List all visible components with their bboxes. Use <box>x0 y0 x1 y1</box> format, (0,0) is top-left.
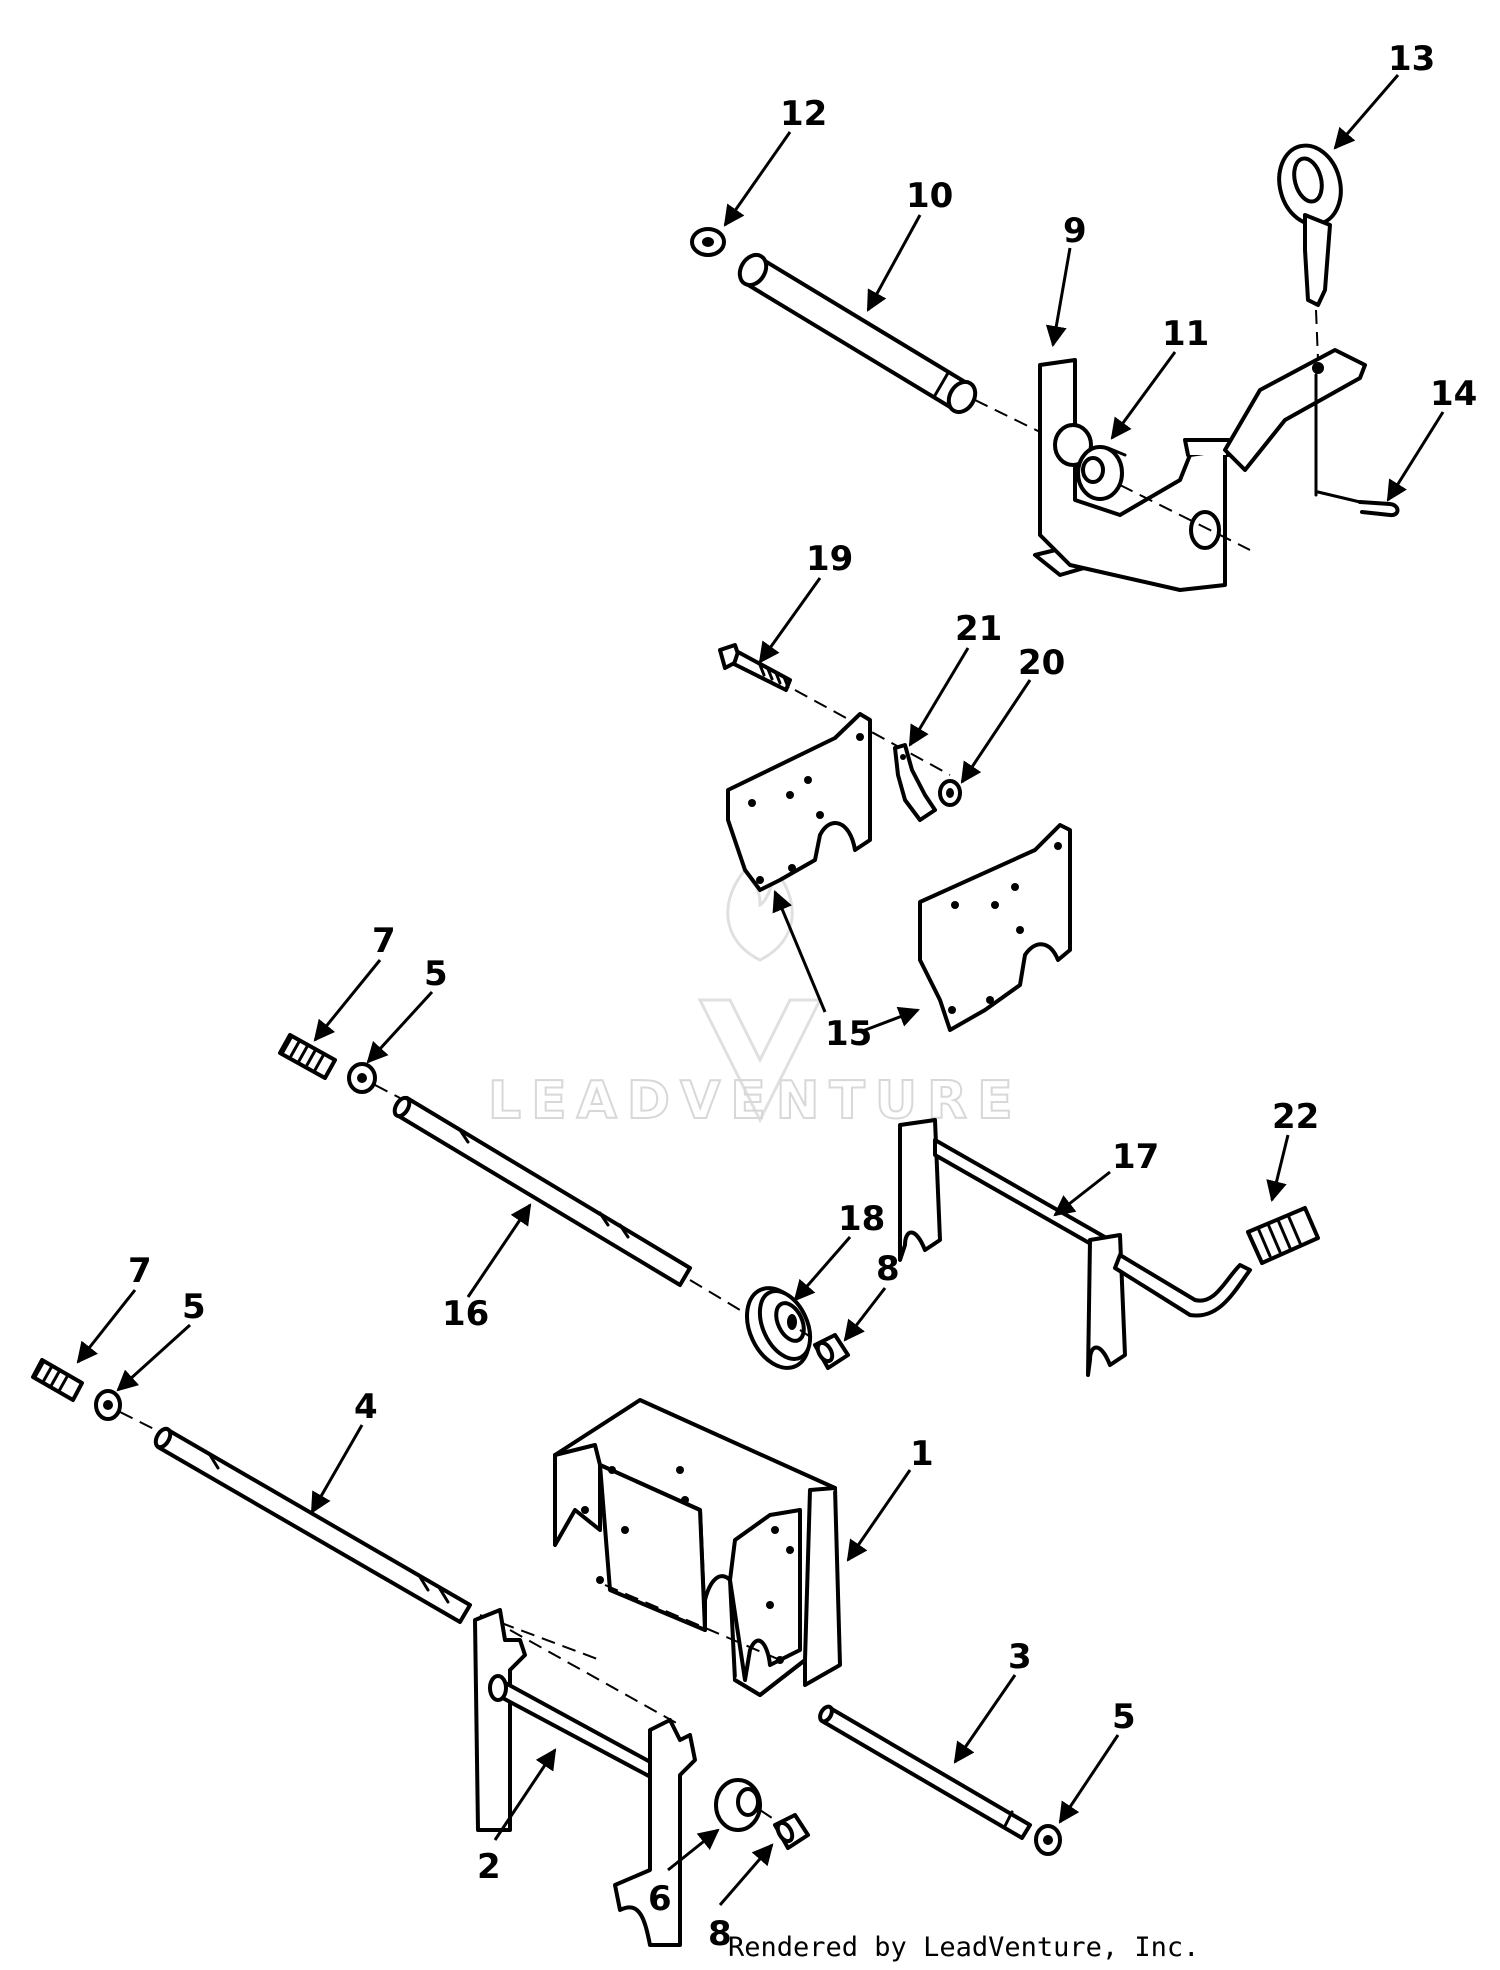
part-4-shaft <box>153 1426 472 1624</box>
axis-line-2 <box>509 1629 681 1726</box>
part-7-spring-lower <box>31 1358 84 1402</box>
callout-18: 18 <box>838 1199 885 1239</box>
callout-5-lower-right: 5 <box>1112 1697 1136 1737</box>
callout-17: 17 <box>1112 1137 1159 1177</box>
part-22-grip <box>1246 1206 1320 1265</box>
callout-9: 9 <box>1063 211 1087 251</box>
callout-16: 16 <box>442 1294 489 1334</box>
axis-line-10 <box>974 399 1041 433</box>
watermark-text: LEADVENTURE <box>488 1071 1023 1131</box>
part-2-lower-bracket <box>473 1608 697 1947</box>
callout-7-lower: 7 <box>128 1251 152 1291</box>
part-11-spacer <box>1076 445 1127 501</box>
part-15-plate-upper <box>726 712 872 892</box>
part-6-spacer <box>714 1778 762 1832</box>
callout-5-upper: 5 <box>424 954 448 994</box>
part-18-wheel <box>745 1286 813 1370</box>
part-5-washer-upper <box>347 1062 377 1094</box>
part-7-spring-upper <box>278 1033 337 1080</box>
callout-19: 19 <box>806 539 853 579</box>
axis-line-13 <box>1315 309 1319 361</box>
axis-line-6 <box>759 1809 776 1821</box>
part-14-hairpin <box>1316 490 1400 518</box>
axis-line-1 <box>604 1584 781 1661</box>
part-8-cap-upper <box>813 1333 850 1370</box>
part-10-pin <box>737 252 978 415</box>
callout-8-upper: 8 <box>876 1249 900 1289</box>
part-5-washer-lower-right <box>1034 1824 1062 1856</box>
part-8-cap-lower <box>773 1813 810 1850</box>
callout-10: 10 <box>906 176 953 216</box>
leader-lines <box>76 74 1445 1906</box>
part-12-clip <box>690 227 726 257</box>
callout-12: 12 <box>780 94 827 134</box>
callout-8-lower: 8 <box>708 1914 732 1954</box>
part-5-washer-lower-left <box>94 1389 122 1421</box>
axis-line-11 <box>1119 484 1251 551</box>
callout-labels: 13 12 10 9 11 14 19 21 20 15 7 5 22 17 1… <box>128 39 1477 1954</box>
part-16-shaft <box>392 1095 692 1287</box>
callout-15: 15 <box>825 1014 872 1054</box>
axis-line-19 <box>794 689 951 776</box>
part-20-nut <box>938 779 962 807</box>
part-15-plate-lower <box>918 823 1072 1032</box>
callout-20: 20 <box>1018 643 1065 683</box>
axis-line-5b <box>119 1411 161 1433</box>
part-17-handle-bracket <box>898 1118 1252 1377</box>
callout-22: 22 <box>1272 1097 1319 1137</box>
part-9-hitch-bracket <box>1033 348 1367 592</box>
axis-line-5a <box>374 1084 401 1099</box>
callout-3: 3 <box>1008 1637 1032 1677</box>
part-19-bolt <box>718 643 792 692</box>
callout-4: 4 <box>354 1387 378 1427</box>
part-3-pin <box>818 1704 1032 1840</box>
part-13-pin <box>1277 143 1343 307</box>
callout-2: 2 <box>477 1847 501 1887</box>
callout-11: 11 <box>1162 314 1209 354</box>
callout-7-upper: 7 <box>372 921 396 961</box>
callout-1: 1 <box>910 1434 934 1474</box>
callout-14: 14 <box>1430 374 1477 414</box>
callout-5-lower-left: 5 <box>182 1287 206 1327</box>
axis-line-18 <box>799 1329 816 1341</box>
part-1-main-bracket <box>553 1398 842 1697</box>
callout-13: 13 <box>1388 39 1435 79</box>
callout-21: 21 <box>955 609 1002 649</box>
footer-credit: Rendered by LeadVenture, Inc. <box>728 1932 1200 1963</box>
callout-6: 6 <box>648 1879 672 1919</box>
part-21-latch <box>893 743 937 822</box>
